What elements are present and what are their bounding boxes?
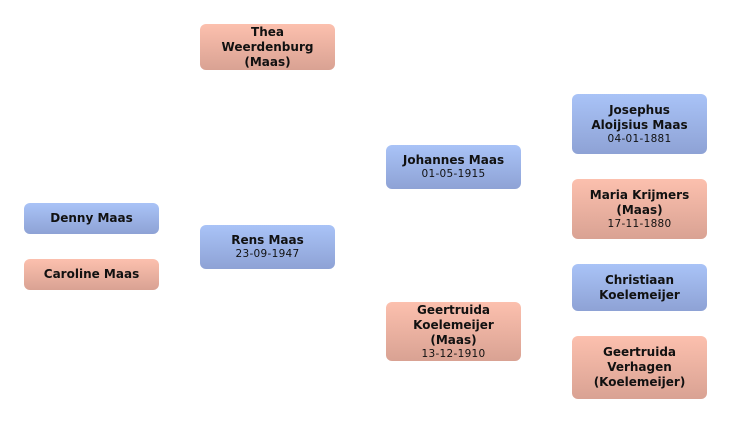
person-name: Christiaan Koelemeijer (599, 272, 680, 302)
person-date: 17-11-1880 (607, 217, 672, 230)
person-geertruida-koelemeijer[interactable]: Geertruida Koelemeijer (Maas) 13-12-1910 (386, 302, 521, 361)
person-josephus-maas[interactable]: Josephus Aloijsius Maas 04-01-1881 (572, 94, 707, 154)
person-rens-maas[interactable]: Rens Maas 23-09-1947 (200, 225, 335, 269)
person-caroline-maas[interactable]: Caroline Maas (24, 259, 159, 290)
person-geertruida-verhagen[interactable]: Geertruida Verhagen (Koelemeijer) (572, 336, 707, 399)
person-christiaan-koelemeijer[interactable]: Christiaan Koelemeijer (572, 264, 707, 311)
person-name: Geertruida Koelemeijer (Maas) (413, 302, 494, 347)
person-name: Johannes Maas (402, 153, 505, 167)
person-johannes-maas[interactable]: Johannes Maas 01-05-1915 (386, 145, 521, 189)
person-name: Thea Weerdenburg (Maas) (221, 24, 314, 69)
person-thea-weerdenburg[interactable]: Thea Weerdenburg (Maas) (200, 24, 335, 70)
person-denny-maas[interactable]: Denny Maas (24, 203, 159, 234)
person-date: 04-01-1881 (607, 132, 672, 145)
person-date: 01-05-1915 (421, 168, 486, 180)
person-maria-krijmers[interactable]: Maria Krijmers (Maas) 17-11-1880 (572, 179, 707, 239)
person-name: Rens Maas (231, 233, 304, 247)
person-name: Caroline Maas (43, 267, 140, 281)
person-date: 23-09-1947 (235, 248, 300, 260)
person-name: Geertruida Verhagen (Koelemeijer) (593, 345, 686, 389)
person-date: 13-12-1910 (421, 347, 486, 360)
person-name: Josephus Aloijsius Maas (591, 102, 688, 132)
person-name: Denny Maas (50, 211, 133, 225)
person-name: Maria Krijmers (Maas) (589, 187, 690, 217)
